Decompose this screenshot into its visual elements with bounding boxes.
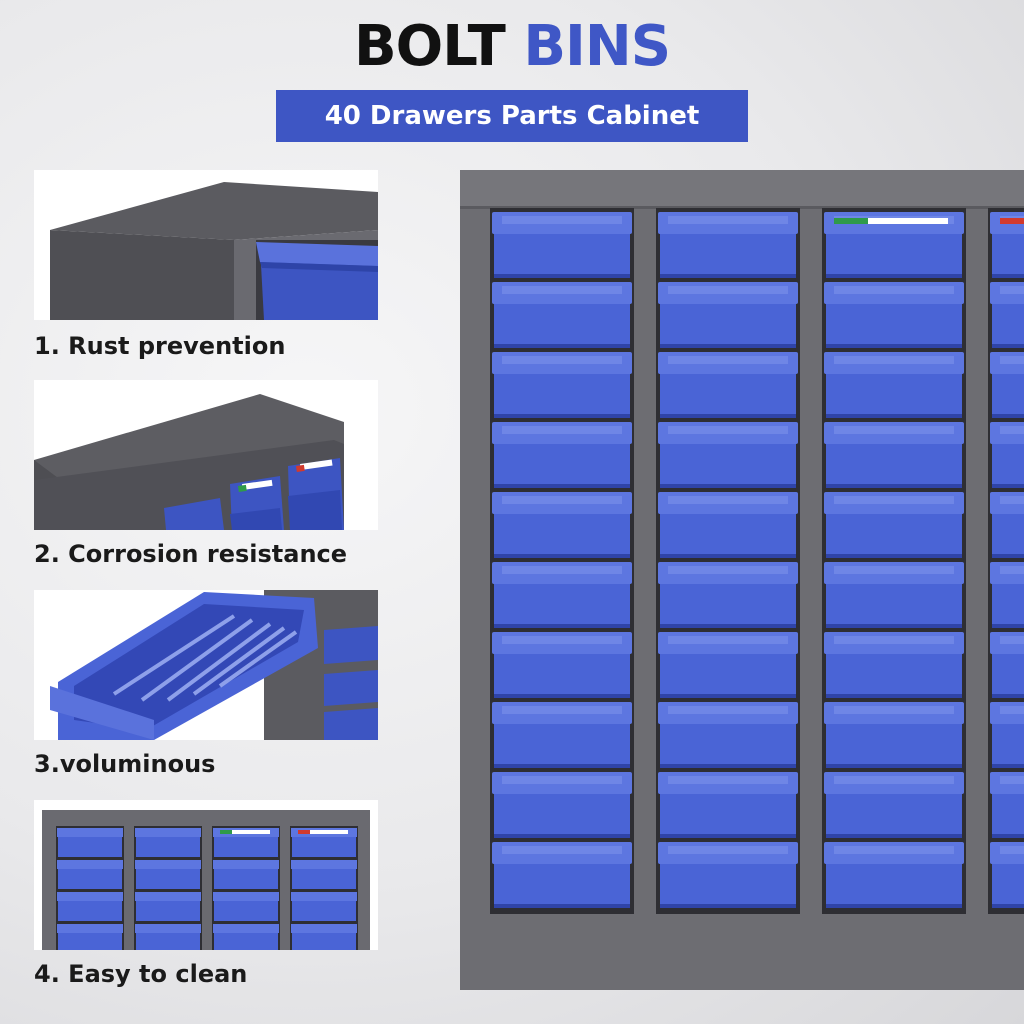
title-word-bins: BINS (523, 14, 671, 79)
drawer[interactable] (492, 702, 632, 768)
mini-drawer (213, 892, 279, 921)
drawer[interactable] (824, 352, 964, 418)
drawer[interactable] (658, 842, 798, 908)
feature-image-corrosion-resistance (34, 380, 378, 530)
mini-drawer (213, 860, 279, 889)
drawer[interactable] (990, 632, 1024, 698)
drawer[interactable] (658, 492, 798, 558)
drawer[interactable] (492, 492, 632, 558)
feature-caption-4: 4. Easy to clean (34, 960, 248, 988)
feature-image-voluminous (34, 590, 378, 740)
drawer[interactable] (824, 492, 964, 558)
mini-drawer (57, 860, 123, 889)
title-word-bolt: BOLT (353, 14, 506, 79)
drawer[interactable] (492, 632, 632, 698)
drawer[interactable] (492, 212, 632, 278)
drawer[interactable] (492, 772, 632, 838)
mini-drawer (291, 860, 357, 889)
drawer[interactable] (492, 562, 632, 628)
drawer-label-red (1000, 218, 1024, 224)
drawer[interactable] (492, 422, 632, 488)
drawer[interactable] (824, 842, 964, 908)
drawer[interactable] (990, 492, 1024, 558)
drawer[interactable] (492, 352, 632, 418)
drawer[interactable] (658, 772, 798, 838)
drawer[interactable] (824, 282, 964, 348)
page-title: BOLT BINS (0, 14, 1024, 80)
parts-cabinet-front (460, 170, 1024, 990)
drawer[interactable] (492, 842, 632, 908)
drawer[interactable] (824, 702, 964, 768)
feature-caption-3: 3.voluminous (34, 750, 216, 778)
mini-drawer (57, 828, 123, 857)
mini-drawer (57, 924, 123, 950)
mini-drawer (135, 892, 201, 921)
mini-drawer (57, 892, 123, 921)
feature-caption-1: 1. Rust prevention (34, 332, 286, 360)
feature-caption-2: 2. Corrosion resistance (34, 540, 348, 568)
drawer[interactable] (824, 422, 964, 488)
subtitle-banner: 40 Drawers Parts Cabinet (276, 90, 748, 142)
drawer[interactable] (990, 772, 1024, 838)
drawer[interactable] (990, 562, 1024, 628)
drawer[interactable] (658, 702, 798, 768)
mini-drawer (213, 828, 279, 857)
mini-drawer (135, 828, 201, 857)
drawer[interactable] (658, 562, 798, 628)
drawer-label-white (868, 218, 948, 224)
mini-drawer (135, 924, 201, 950)
feature-image-rust-prevention (34, 170, 378, 320)
drawer[interactable] (990, 422, 1024, 488)
drawer[interactable] (824, 562, 964, 628)
mini-drawer (213, 924, 279, 950)
drawer[interactable] (990, 842, 1024, 908)
drawer[interactable] (990, 702, 1024, 768)
drawer[interactable] (492, 282, 632, 348)
drawer[interactable] (824, 632, 964, 698)
mini-drawer (291, 828, 357, 857)
drawer[interactable] (990, 282, 1024, 348)
drawer[interactable] (658, 212, 798, 278)
drawer[interactable] (990, 352, 1024, 418)
feature-image-easy-to-clean (34, 800, 378, 950)
drawer[interactable] (658, 632, 798, 698)
drawer[interactable] (824, 212, 964, 278)
mini-drawer (291, 924, 357, 950)
drawer[interactable] (658, 352, 798, 418)
drawer[interactable] (824, 772, 964, 838)
drawer-label-green (834, 218, 868, 224)
drawer[interactable] (990, 212, 1024, 278)
drawer[interactable] (658, 282, 798, 348)
mini-drawer (135, 860, 201, 889)
drawer[interactable] (658, 422, 798, 488)
mini-drawer (291, 892, 357, 921)
